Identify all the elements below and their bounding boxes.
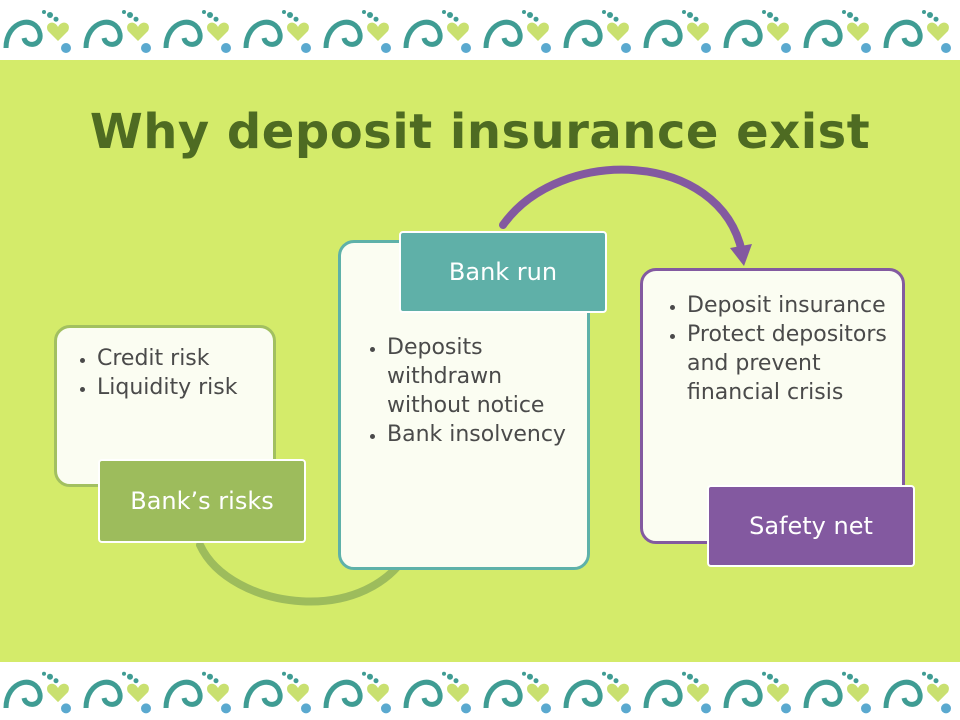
slide-title: Why deposit insurance exist — [89, 104, 871, 160]
bullet-list: Deposits withdrawn without notice Bank i… — [341, 243, 587, 449]
decorative-border-top — [0, 0, 960, 60]
bullet-item: Bank insolvency — [387, 420, 587, 449]
bullet-item: Liquidity risk — [97, 373, 273, 402]
bullet-item: Credit risk — [97, 344, 273, 373]
bullet-item: Deposits withdrawn without notice — [387, 333, 587, 420]
connector-arrow-green — [196, 541, 416, 606]
decorative-border-bottom — [0, 662, 960, 720]
step-label-safety-net: Safety net — [707, 485, 915, 567]
connector-arrow-purple — [499, 165, 746, 256]
step-label-bank-run: Bank run — [399, 231, 607, 313]
bullet-item: Deposit insurance — [687, 291, 902, 320]
step-label-banks-risks: Bank’s risks — [98, 459, 306, 543]
bullet-item: Protect depositors and prevent financial… — [687, 320, 902, 407]
bullet-list: Credit risk Liquidity risk — [57, 328, 273, 402]
bullet-list: Deposit insurance Protect depositors and… — [643, 271, 902, 407]
